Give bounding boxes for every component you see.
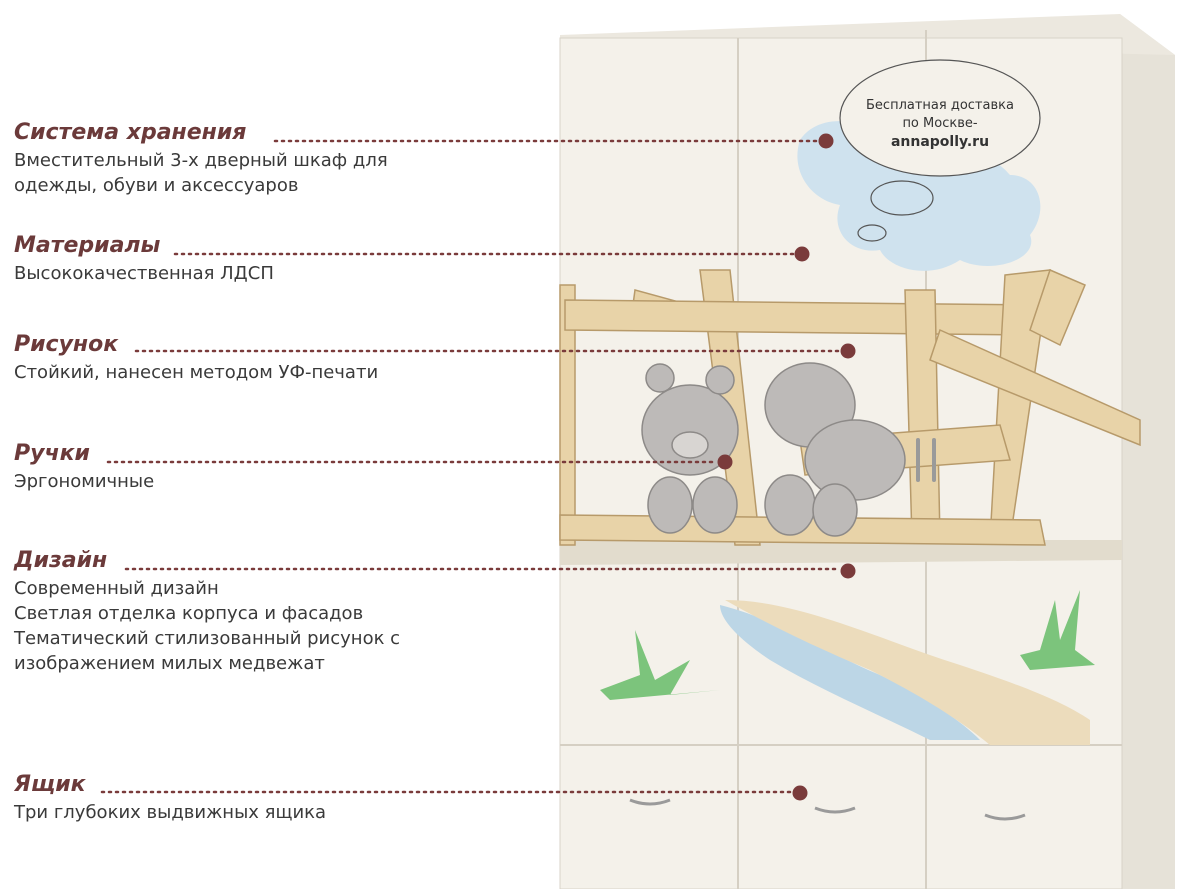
ground [560,540,1122,565]
bear-right [764,362,906,537]
feature-desc-line: одежды, обуви и аксессуаров [14,175,299,196]
thought-bubble [839,59,1041,177]
feature-title-materials: Материалы [14,233,161,258]
feature-desc-line: Три глубоких выдвижных ящика [14,802,327,823]
feature-desc-line: Современный дизайн [14,578,219,599]
feature-desc-materials: Высококачественная ЛДСП [14,261,274,286]
feature-materials: Материалы Высококачественная ЛДСП [14,233,274,286]
door-handles [916,438,936,482]
promo-text: Бесплатная доставка по Москве- annapolly… [842,97,1038,151]
feature-desc-design: Современный дизайн Светлая отделка корпу… [14,576,400,676]
feature-desc-line: изображением милых медвежат [14,653,325,674]
drawer-handles [629,798,1026,821]
promo-site[interactable]: annapolly.ru [890,134,990,150]
feature-design: Дизайн Современный дизайн Светлая отделк… [14,548,400,676]
grass [600,590,1095,700]
thought-dot-small [857,224,887,242]
feature-title-drawer: Ящик [14,772,86,797]
riverbank [725,600,1090,745]
feature-desc-handles: Эргономичные [14,469,154,494]
feature-desc-drawer: Три глубоких выдвижных ящика [14,800,326,825]
feature-title-storage: Система хранения [14,120,247,145]
river [720,605,980,740]
feature-drawer: Ящик Три глубоких выдвижных ящика [14,772,326,825]
feature-title-print: Рисунок [14,332,119,357]
feature-desc-line: Стойкий, нанесен методом УФ-печати [14,362,379,383]
feature-desc-line: Светлая отделка корпуса и фасадов [14,603,364,624]
feature-desc-line: Тематический стилизованный рисунок с [14,628,401,649]
thought-dot-large [870,180,934,216]
feature-title-design: Дизайн [14,548,108,573]
feature-desc-print: Стойкий, нанесен методом УФ-печати [14,360,378,385]
wardrobe-side [1120,14,1175,889]
fence [559,268,1141,546]
promo-line2: по Москве- [902,116,978,131]
feature-handles: Ручки Эргономичные [14,441,154,494]
feature-desc-line: Вместительный 3-х дверный шкаф для [14,150,388,171]
bear-left [641,363,739,534]
feature-storage: Система хранения Вместительный 3-х дверн… [14,120,388,198]
promo-line1: Бесплатная доставка [866,98,1014,113]
feature-desc-line: Эргономичные [14,471,155,492]
feature-print: Рисунок Стойкий, нанесен методом УФ-печа… [14,332,378,385]
feature-title-handles: Ручки [14,441,90,466]
feature-desc-storage: Вместительный 3-х дверный шкаф для одежд… [14,148,388,198]
feature-desc-line: Высококачественная ЛДСП [14,263,274,284]
